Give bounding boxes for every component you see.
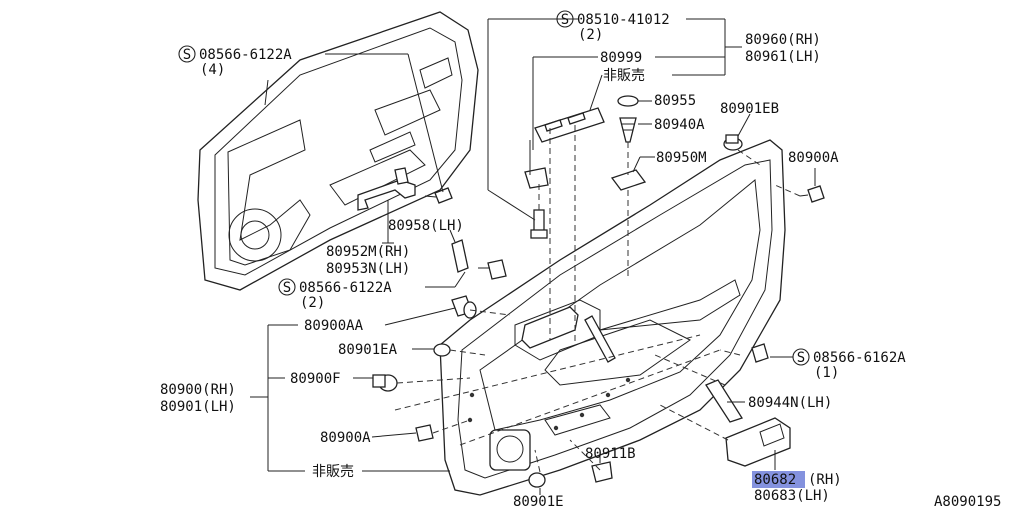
label-80958[interactable]: 80958(LH) <box>388 218 464 234</box>
screw-symbol-top: S <box>556 10 574 28</box>
label-08566-6162a-qty: (1) <box>814 365 839 381</box>
clip-80900f <box>372 374 398 392</box>
label-80682[interactable]: 80682 <box>754 472 796 488</box>
window-switch-80999 <box>524 107 605 189</box>
label-80955[interactable]: 80955 <box>654 93 696 109</box>
label-80901lh[interactable]: 80901(LH) <box>160 399 236 415</box>
svg-text:S: S <box>797 350 805 366</box>
label-80901ea[interactable]: 80901EA <box>338 342 398 358</box>
label-08566-6122a-top-qty: (4) <box>200 62 225 78</box>
label-80900rh[interactable]: 80900(RH) <box>160 382 236 398</box>
clip-80901eb <box>723 134 743 151</box>
label-08566-6122a-mid[interactable]: 08566-6122A <box>299 280 392 296</box>
strip-80944n <box>705 379 743 423</box>
label-80999[interactable]: 80999 <box>600 50 642 66</box>
screw-symbol-mid: S <box>278 278 296 296</box>
svg-text:S: S <box>561 12 569 28</box>
bolt-08566-6122a-top <box>424 187 453 204</box>
label-80900a-right[interactable]: 80900A <box>788 150 839 166</box>
clip-80901e <box>528 472 546 488</box>
label-80900f[interactable]: 80900F <box>290 371 341 387</box>
label-80900aa[interactable]: 80900AA <box>304 318 364 334</box>
svg-text:S: S <box>283 280 291 296</box>
clip-80940a <box>619 117 637 143</box>
label-80961[interactable]: 80961(LH) <box>745 49 821 65</box>
label-hihanbai-bottom: 非販売 <box>312 464 354 480</box>
handle-lever-80958 <box>584 315 616 363</box>
inner-door-panel <box>197 11 479 291</box>
bracket-80952m <box>357 167 416 211</box>
clip-80911b <box>591 461 613 483</box>
clip-80900aa <box>451 295 477 319</box>
label-80900a-left[interactable]: 80900A <box>320 430 371 446</box>
label-80940a[interactable]: 80940A <box>654 117 705 133</box>
label-80901e[interactable]: 80901E <box>513 494 564 510</box>
explosion-lines <box>394 125 801 473</box>
clip-80955 <box>617 95 639 107</box>
part-labels: 08510-41012 (2) 08566-6122A (4) 80999 非販… <box>160 12 1001 510</box>
clip-80901ea <box>433 343 451 357</box>
screw-symbol-right: S <box>792 348 810 366</box>
screw-08566-6122a-mid <box>451 239 507 280</box>
label-08510-41012[interactable]: 08510-41012 <box>577 12 670 28</box>
label-80952m[interactable]: 80952M(RH) <box>326 244 410 260</box>
label-hihanbai-top: 非販売 <box>603 68 645 84</box>
screw-symbol-left: S <box>178 45 196 63</box>
label-80953n[interactable]: 80953N(LH) <box>326 261 410 277</box>
bolt-08510-41012 <box>530 209 548 239</box>
label-08566-6162a[interactable]: 08566-6162A <box>813 350 906 366</box>
door-trim-panel <box>439 139 786 496</box>
bolt-80900a-right <box>799 185 825 203</box>
diagram-code: A8090195 <box>934 494 1001 510</box>
label-80682-highlight <box>752 471 805 488</box>
screw-08566-6162a <box>751 343 769 363</box>
escutcheon-80682 <box>725 417 791 467</box>
label-80950m[interactable]: 80950M <box>656 150 707 166</box>
label-80944n[interactable]: 80944N(LH) <box>748 395 832 411</box>
bolt-80900a-left <box>415 424 434 442</box>
label-08566-6122a-mid-qty: (2) <box>300 295 325 311</box>
label-80901eb[interactable]: 80901EB <box>720 101 779 117</box>
label-80683[interactable]: 80683(LH) <box>754 488 830 504</box>
svg-text:S: S <box>183 47 191 63</box>
label-80960[interactable]: 80960(RH) <box>745 32 821 48</box>
leader-lines <box>250 18 816 495</box>
label-08510-41012-qty: (2) <box>578 27 603 43</box>
label-80682-side: (RH) <box>808 472 842 488</box>
label-80911b[interactable]: 80911B <box>585 446 636 462</box>
label-08566-6122a-top[interactable]: 08566-6122A <box>199 47 292 63</box>
